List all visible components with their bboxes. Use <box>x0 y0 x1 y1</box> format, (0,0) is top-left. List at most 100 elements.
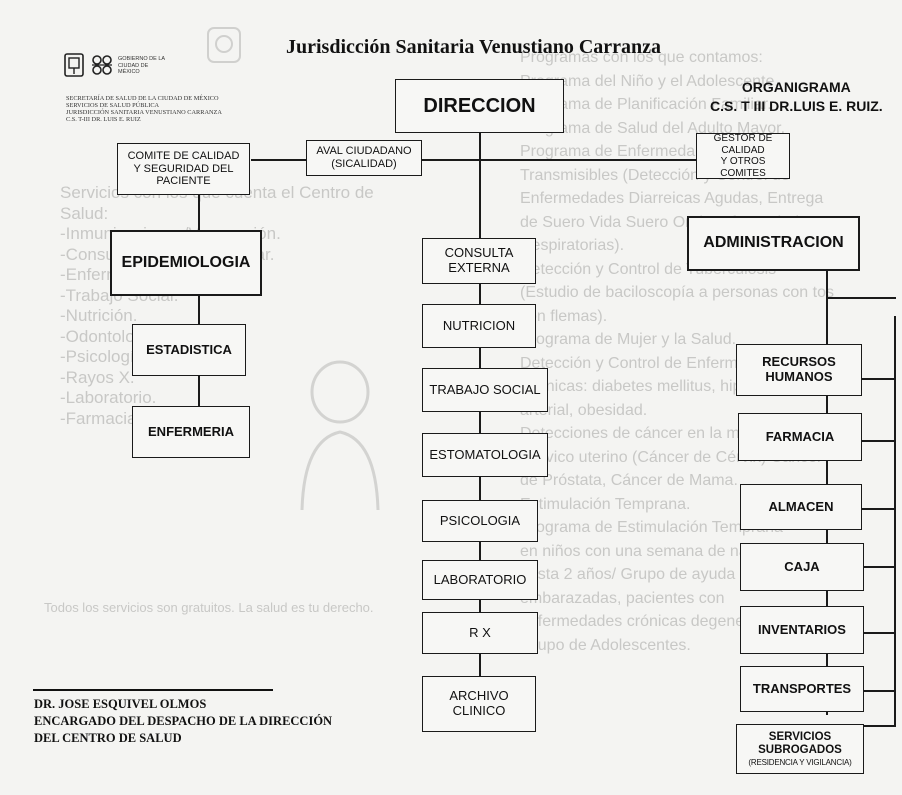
ghost-line: con flemas). <box>520 307 608 325</box>
connector <box>479 133 481 699</box>
recursos-humanos-box: RECURSOS HUMANOS <box>736 344 862 396</box>
ghost-line: -Farmacia. <box>60 408 142 428</box>
connector <box>826 262 828 298</box>
ghost-line: Detección y Control de Enfermedades <box>520 354 791 372</box>
agency-line: SERVICIOS DE SALUD PÚBLICA <box>66 102 160 109</box>
connector <box>862 632 896 634</box>
agency-line: C.S. T-III DR. LUIS E. RUIZ <box>66 116 141 123</box>
signature-title: DEL CENTRO DE SALUD <box>34 731 182 745</box>
gestor-calidad-box: GESTOR DE CALIDAD Y OTROS COMITES <box>696 133 790 179</box>
ghost-line: Detecciones de cáncer en la mujer. <box>520 425 770 442</box>
transportes-box: TRANSPORTES <box>740 666 864 712</box>
agency-line: SECRETARÍA DE SALUD DE LA CIUDAD DE MÉXI… <box>66 95 219 102</box>
trabajo-social-box: TRABAJO SOCIAL <box>422 368 548 412</box>
aval-line: AVAL CIUDADANO <box>316 145 412 158</box>
bleed-through-emblem-icon <box>207 27 241 63</box>
signature-title: ENCARGADO DEL DESPACHO DE LA DIRECCIÓN <box>34 714 333 728</box>
signature-block: DR. JOSE ESQUIVEL OLMOS ENCARGADO DEL DE… <box>34 696 332 747</box>
comite-line: Y SEGURIDAD DEL <box>133 162 234 175</box>
connector <box>862 440 896 442</box>
connector <box>862 378 896 380</box>
logo-text: GOBIERNO DE LA CIUDAD DE MÉXICO <box>118 56 165 75</box>
nutricion-box: NUTRICION <box>422 304 536 348</box>
servicios-note: (RESIDENCIA Y VIGILANCIA) <box>748 757 852 767</box>
ghost-line: -Psicología. <box>60 347 149 366</box>
archivo-line: ARCHIVO <box>449 688 509 704</box>
consulta-externa-box: CONSULTA EXTERNA <box>422 238 536 284</box>
ghost-line: (Estudio de baciloscopía a personas con … <box>520 284 834 301</box>
ghost-line: Programa de Salud del Adulto Mayor. <box>520 119 786 137</box>
connector <box>862 690 896 692</box>
ghost-line: Crónicas: diabetes mellitus, hipertensió… <box>520 378 808 395</box>
recursos-line: RECURSOS <box>762 354 836 370</box>
archivo-line: CLINICO <box>452 703 506 718</box>
ghost-line: Salud: <box>60 203 109 223</box>
ghost-line: Programa de Enfermedades <box>520 143 721 160</box>
psicologia-box: PSICOLOGIA <box>422 500 538 542</box>
epidemiologia-box: EPIDEMIOLOGIA <box>110 230 262 296</box>
ghost-line: -Rayos X. <box>60 367 135 387</box>
agency-text: SECRETARÍA DE SALUD DE LA CIUDAD DE MÉXI… <box>66 95 222 123</box>
servicios-line: SUBROGADOS <box>758 744 842 757</box>
aval-ciudadano-box: AVAL CIUDADANO (SICALIDAD) <box>306 140 422 176</box>
consulta-line: EXTERNA <box>448 260 510 275</box>
signature-line <box>33 689 273 691</box>
bleed-through-footer: Todos los servicios son gratuitos. La sa… <box>44 600 374 615</box>
inventarios-box: INVENTARIOS <box>740 606 864 654</box>
comite-line: PACIENTE <box>156 175 211 188</box>
page-title: Jurisdicción Sanitaria Venustiano Carran… <box>286 36 662 58</box>
recursos-line: HUMANOS <box>765 369 833 384</box>
gestor-line: Y OTROS <box>720 156 766 167</box>
direccion-box: DIRECCION <box>395 79 564 133</box>
signature-name: DR. JOSE ESQUIVEL OLMOS <box>34 697 207 711</box>
organigrama-heading: ORGANIGRAMA C.S. T III DR.LUIS E. RUIZ. <box>710 78 883 116</box>
agency-line: JURISDICCIÓN SANITARIA VENUSTIANO CARRAN… <box>66 109 222 116</box>
estadistica-box: ESTADISTICA <box>132 324 246 376</box>
ghost-line: de Próstata, Cáncer de Mama. <box>520 472 738 489</box>
servicios-line: SERVICIOS <box>768 731 832 744</box>
ghost-line: Programa de Estimulación Temprana <box>520 519 783 536</box>
ghost-line: arterial, obesidad. <box>520 401 648 419</box>
comite-calidad-box: COMITE DE CALIDAD Y SEGURIDAD DEL PACIEN… <box>117 143 250 195</box>
caja-box: CAJA <box>740 543 864 591</box>
ghost-line: Programa de Mujer y la Salud. <box>520 331 737 348</box>
administracion-box: ADMINISTRACION <box>687 216 860 271</box>
ghost-line: hasta 2 años/ Grupo de ayuda mutua: <box>520 566 789 583</box>
cdmx-logo-icon <box>92 55 112 75</box>
connector <box>198 195 200 451</box>
ghost-line: en niños con una semana de nacidos <box>520 542 786 560</box>
connector <box>826 297 896 299</box>
estomatologia-box: ESTOMATOLOGIA <box>422 433 548 477</box>
enfermeria-box: ENFERMERIA <box>132 406 250 458</box>
ghost-line: Estimulación Temprana. <box>520 495 691 513</box>
farmacia-box: FARMACIA <box>738 413 862 461</box>
connector <box>862 566 896 568</box>
coat-of-arms-icon <box>64 53 84 77</box>
ghost-line: -Laboratorio. <box>60 388 157 407</box>
consulta-line: CONSULTA <box>444 245 514 261</box>
center-label: C.S. T III DR.LUIS E. RUIZ. <box>710 98 883 114</box>
ghost-line: Respiratorias). <box>520 237 625 254</box>
ghost-line: Grupo de Adolescentes. <box>520 636 691 654</box>
ghost-line: embarazadas, pacientes con <box>520 589 725 607</box>
laboratorio-box: LABORATORIO <box>422 560 538 600</box>
almacen-box: ALMACEN <box>740 484 862 530</box>
ghost-line: Programa de Planificación Familiar. <box>520 96 772 113</box>
ghost-line: Programa del Niño y el Adolescente. <box>520 72 779 90</box>
comite-line: COMITE DE CALIDAD <box>127 150 240 163</box>
organigrama-label: ORGANIGRAMA <box>741 79 851 95</box>
aval-line: (SICALIDAD) <box>331 158 397 170</box>
archivo-clinico-box: ARCHIVO CLINICO <box>422 676 536 732</box>
ghost-line: enfermedades crónicas degenerativas. <box>520 613 796 630</box>
ghost-line: -Nutrición. <box>60 306 138 325</box>
rx-box: R X <box>422 612 538 654</box>
bleed-through-right: Programas con los que contamos: Programa… <box>520 46 834 657</box>
connector <box>251 159 700 161</box>
ghost-line: Enfermedades Diarreicas Agudas, Entrega <box>520 190 824 207</box>
ghost-line: Programas con los que contamos: <box>520 49 763 66</box>
gestor-line: COMITES <box>720 167 766 179</box>
servicios-subrogados-box: SERVICIOS SUBROGADOS (RESIDENCIA Y VIGIL… <box>736 724 864 774</box>
bleed-through-figure <box>300 360 380 510</box>
connector <box>862 508 896 510</box>
